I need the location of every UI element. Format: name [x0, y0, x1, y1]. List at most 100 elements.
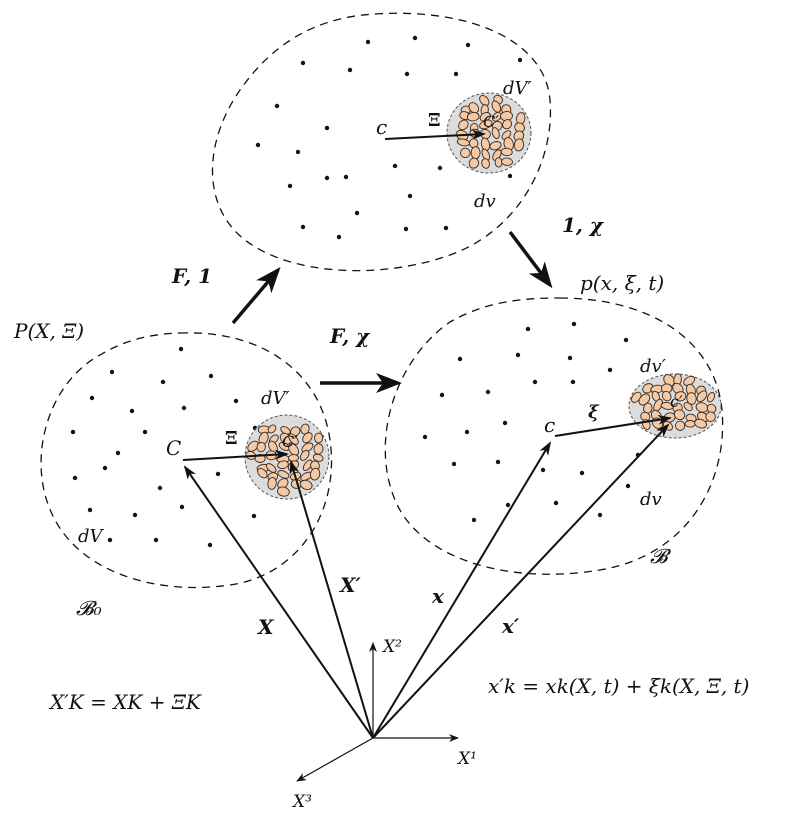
material-point	[129, 408, 135, 414]
label-B0: 𝓑₀	[76, 596, 102, 620]
material-point	[72, 475, 78, 481]
material-point	[515, 352, 521, 358]
grain	[684, 420, 696, 428]
material-point	[437, 165, 443, 171]
material-point	[453, 71, 459, 77]
label-F-chi: F, χ	[329, 324, 371, 348]
material-point	[365, 39, 371, 45]
grain	[705, 411, 716, 422]
material-point	[178, 346, 184, 352]
material-point	[87, 507, 93, 513]
grain	[277, 478, 289, 489]
current-body-boundary	[384, 297, 724, 575]
material-point	[517, 57, 523, 63]
label-xi-cur: ξ	[588, 402, 600, 423]
material-point	[153, 537, 159, 543]
grain-cluster-intermediate	[446, 92, 532, 174]
material-point	[505, 502, 511, 508]
grain	[674, 391, 687, 402]
material-point	[336, 234, 342, 240]
material-point	[107, 537, 113, 543]
grain	[513, 130, 525, 142]
grain	[256, 441, 266, 453]
label-Xi-ref: Ξ	[225, 428, 238, 449]
material-point	[597, 512, 603, 518]
material-point	[274, 103, 280, 109]
grain	[683, 402, 693, 412]
grain-cluster-reference	[244, 414, 330, 500]
material-point	[579, 470, 585, 476]
label-dV-ref: dV	[78, 526, 105, 547]
material-point	[403, 226, 409, 232]
material-point	[324, 175, 330, 181]
coordinate-axes	[296, 642, 459, 782]
label-Cp-mid: C′	[483, 112, 499, 131]
grain-cluster-current	[628, 373, 722, 439]
label-axis-X2: X²	[381, 637, 402, 657]
material-point	[443, 225, 449, 231]
material-point	[485, 389, 491, 395]
material-point	[70, 429, 76, 435]
material-point	[157, 485, 163, 491]
label-dVp-ref: dV′	[261, 388, 290, 409]
intermediate-body-boundary	[211, 12, 552, 272]
label-axis-X1: X¹	[456, 749, 477, 769]
label-dvp-cur: dv′	[640, 356, 666, 377]
material-point	[251, 513, 257, 519]
material-point	[457, 356, 463, 362]
material-point	[160, 379, 166, 385]
label-dVp-mid: dV′	[503, 78, 532, 99]
material-point	[343, 174, 349, 180]
label-1-chi: 1, χ	[562, 213, 605, 237]
grain	[479, 119, 493, 130]
equation-reference: X′K = XK + ΞK	[48, 690, 202, 714]
grain	[267, 424, 277, 434]
material-point	[300, 60, 306, 66]
material-point	[625, 483, 631, 489]
material-point	[115, 450, 121, 456]
grain	[489, 141, 502, 151]
grain	[300, 423, 310, 435]
grain	[277, 470, 290, 479]
vector-xi-cur	[554, 414, 672, 437]
material-point	[422, 434, 428, 440]
material-point	[324, 125, 330, 131]
material-point	[287, 183, 293, 189]
body-boundaries	[40, 12, 724, 589]
vector-Xi-mid	[384, 129, 486, 140]
grain	[491, 127, 500, 140]
material-point	[540, 467, 546, 473]
material-point	[142, 429, 148, 435]
material-point	[407, 193, 413, 199]
material-point	[532, 379, 538, 385]
grain	[696, 390, 708, 403]
label-F-1: F, 1	[171, 264, 212, 288]
grain	[466, 112, 480, 122]
material-point	[439, 392, 445, 398]
grain	[513, 138, 525, 152]
material-point	[132, 512, 138, 518]
grain	[314, 432, 324, 444]
grain	[502, 119, 513, 130]
label-x-vec: x	[431, 584, 445, 608]
grain	[686, 392, 697, 405]
material-point	[464, 429, 470, 435]
grain	[501, 157, 513, 166]
material-point	[181, 405, 187, 411]
grain	[640, 411, 651, 422]
material-point	[208, 373, 214, 379]
axis-X3	[296, 737, 374, 782]
equation-current: x′k = xk(X, t) + ξk(X, Ξ, t)	[488, 674, 749, 698]
label-Xi-mid: Ξ	[428, 110, 441, 131]
material-point	[607, 367, 613, 373]
grain	[491, 100, 502, 113]
grain	[288, 443, 300, 456]
material-point	[571, 321, 577, 327]
material-point	[471, 517, 477, 523]
grain	[468, 157, 480, 169]
label-p-cur: p(x, ξ, t)	[580, 271, 664, 295]
grain	[257, 468, 268, 479]
grain	[288, 433, 299, 445]
grain	[301, 442, 314, 453]
material-point	[89, 395, 95, 401]
